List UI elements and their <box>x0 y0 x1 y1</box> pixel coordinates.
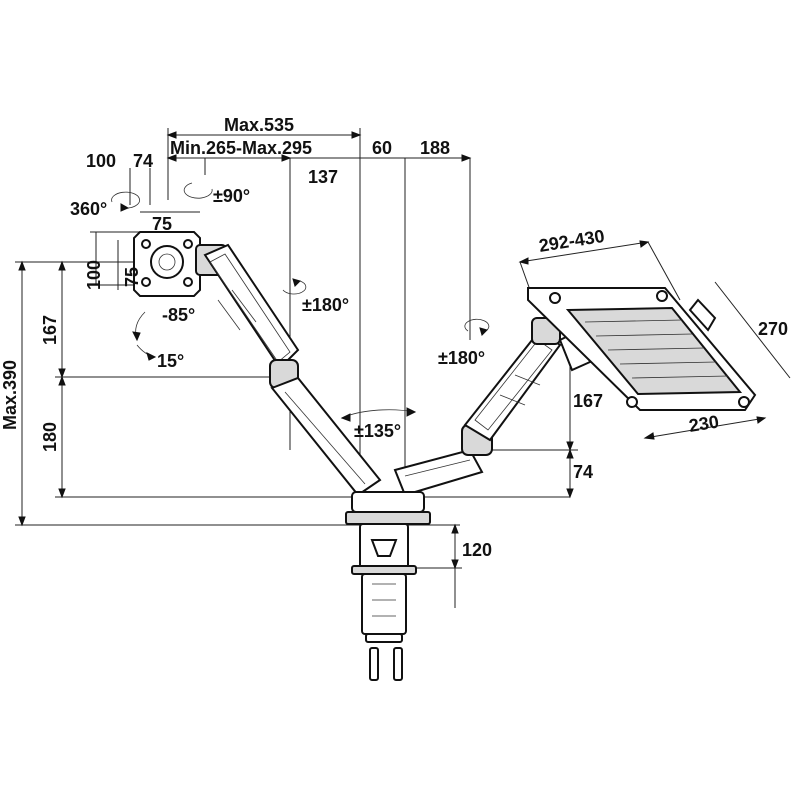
left-arm <box>203 243 382 497</box>
label-min-max-reach: Min.265-Max.295 <box>170 138 312 158</box>
rotation-arrow-icon <box>111 182 490 422</box>
label-vesa-100: 100 <box>84 260 104 290</box>
label-rotation-360: 360° <box>70 199 107 219</box>
label-137-width: 137 <box>308 167 338 187</box>
label-max-390: Max.390 <box>0 360 20 430</box>
desk-clamp-icon <box>345 491 431 681</box>
label-tray-230: 230 <box>687 411 720 435</box>
laptop-tray-icon <box>527 287 757 411</box>
label-188-width: 188 <box>420 138 450 158</box>
dimension-lines <box>15 128 791 608</box>
label-tilt-90: ±90° <box>213 186 250 206</box>
label-vesa-75-height: 75 <box>122 267 142 287</box>
label-swivel-135: ±135° <box>354 421 401 441</box>
label-max-535: Max.535 <box>224 115 294 135</box>
mount-plate-icon <box>133 231 227 297</box>
label-height-180-left: 180 <box>40 422 60 452</box>
label-vesa-75-width: 75 <box>152 214 172 234</box>
label-tilt-neg-85: -85° <box>162 305 195 325</box>
label-74-width: 74 <box>133 151 153 171</box>
right-arm <box>393 317 592 497</box>
label-height-167-right: 167 <box>573 391 603 411</box>
label-swivel-180-left: ±180° <box>302 295 349 315</box>
label-swivel-180-right: ±180° <box>438 348 485 368</box>
label-100-width: 100 <box>86 151 116 171</box>
label-tray-270: 270 <box>758 319 788 339</box>
label-height-74-right: 74 <box>573 462 593 482</box>
label-60-width: 60 <box>372 138 392 158</box>
label-tilt-15: 15° <box>157 351 184 371</box>
label-clamp-120: 120 <box>462 540 492 560</box>
label-height-167-left: 167 <box>40 315 60 345</box>
label-tray-292-430: 292-430 <box>537 226 605 256</box>
